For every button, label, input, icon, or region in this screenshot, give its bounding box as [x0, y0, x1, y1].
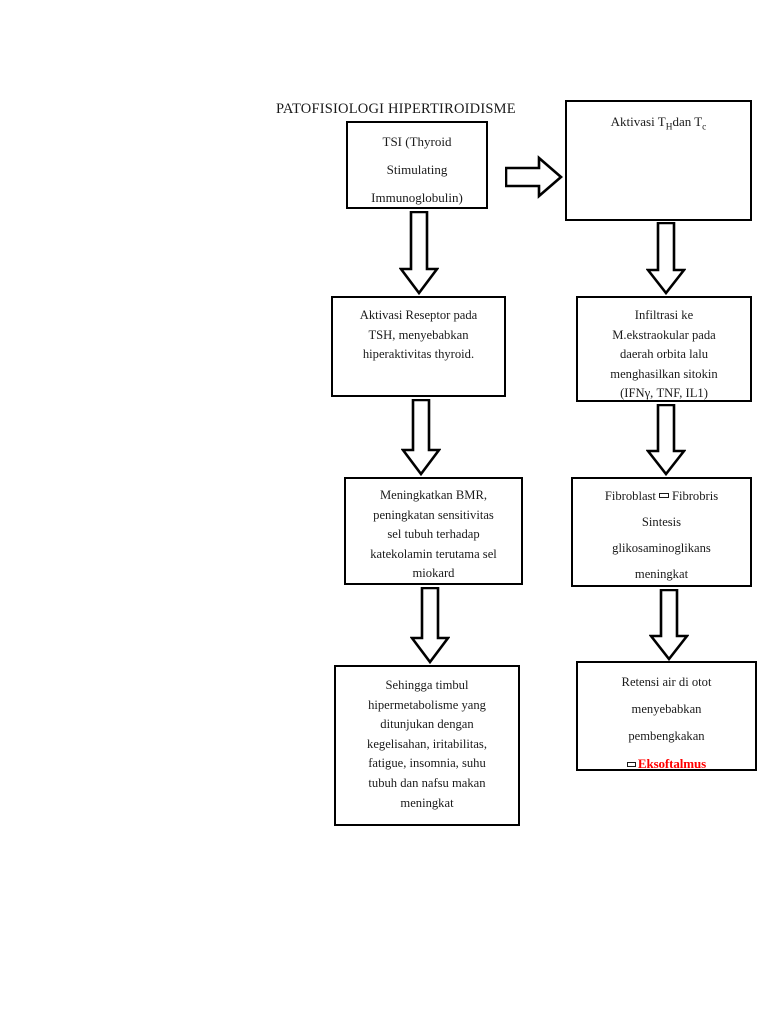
- node-bmr[interactable]: Meningkatkan BMR, peningkatan sensitivit…: [344, 477, 523, 585]
- node-fibroblast-line2: Sintesis: [641, 515, 682, 529]
- node-fibroblast-line1: Fibroblast Fibrobris: [573, 483, 750, 509]
- arrow-infiltrasi-to-fibroblast: [646, 404, 686, 476]
- node-reseptor[interactable]: Aktivasi Reseptor pada TSH, menyebabkan …: [331, 296, 506, 397]
- node-infiltrasi[interactable]: Infiltrasi ke M.ekstraokular pada daerah…: [576, 296, 752, 402]
- node-infiltrasi-text: Infiltrasi ke M.ekstraokular pada daerah…: [610, 308, 718, 400]
- node-fibroblast-line4: meningkat: [634, 567, 689, 581]
- node-retensi-line3: pembengkakan: [628, 729, 705, 743]
- page-title: PATOFISIOLOGI HIPERTIROIDISME: [276, 101, 516, 117]
- node-bmr-text: Meningkatkan BMR, peningkatan sensitivit…: [370, 488, 497, 581]
- arrow-tsi-to-reseptor: [399, 211, 439, 295]
- node-retensi-line2: menyebabkan: [631, 702, 702, 716]
- node-fibroblast-line1-b: Fibrobris: [671, 489, 719, 503]
- arrow-aktivasi-t-to-infiltrasi: [646, 222, 686, 295]
- node-aktivasi-t-prefix: Aktivasi T: [610, 114, 666, 129]
- node-retensi[interactable]: Retensi air di otot menyebabkan pembengk…: [576, 661, 757, 771]
- node-aktivasi-t[interactable]: Aktivasi THdan Tc: [565, 100, 752, 221]
- node-hipermetabolisme[interactable]: Sehingga timbul hipermetabolisme yang di…: [334, 665, 520, 826]
- node-fibroblast[interactable]: Fibroblast Fibrobris Sintesis glikosamino…: [571, 477, 752, 587]
- arrow-bmr-to-hipermetabolisme: [410, 587, 450, 664]
- node-reseptor-text: Aktivasi Reseptor pada TSH, menyebabkan …: [359, 308, 478, 361]
- node-hipermetabolisme-text: Sehingga timbul hipermetabolisme yang di…: [367, 678, 487, 810]
- eksoftalmus-label: Eksoftalmus: [637, 756, 707, 771]
- node-retensi-line4: Eksoftalmus: [578, 750, 755, 778]
- node-fibroblast-line3: glikosaminoglikans: [612, 541, 711, 555]
- node-fibroblast-line1-a: Fibroblast: [604, 489, 656, 503]
- node-tsi-text: TSI (Thyroid Stimulating Immunoglobulin): [371, 134, 463, 205]
- missing-glyph-box-icon: [626, 762, 636, 767]
- arrow-fibroblast-to-retensi: [649, 589, 689, 661]
- node-retensi-line1: Retensi air di otot: [621, 675, 712, 689]
- node-aktivasi-t-sub-h: H: [665, 122, 673, 133]
- node-aktivasi-t-mid: dan T: [672, 114, 703, 129]
- node-aktivasi-t-sub-c: c: [702, 122, 707, 133]
- node-aktivasi-t-text: Aktivasi THdan Tc: [567, 113, 750, 137]
- node-tsi[interactable]: TSI (Thyroid Stimulating Immunoglobulin): [346, 121, 488, 209]
- arrow-reseptor-to-bmr: [401, 399, 441, 476]
- missing-glyph-box-icon: [658, 493, 669, 498]
- arrow-tsi-to-aktivasi-t: [505, 155, 563, 199]
